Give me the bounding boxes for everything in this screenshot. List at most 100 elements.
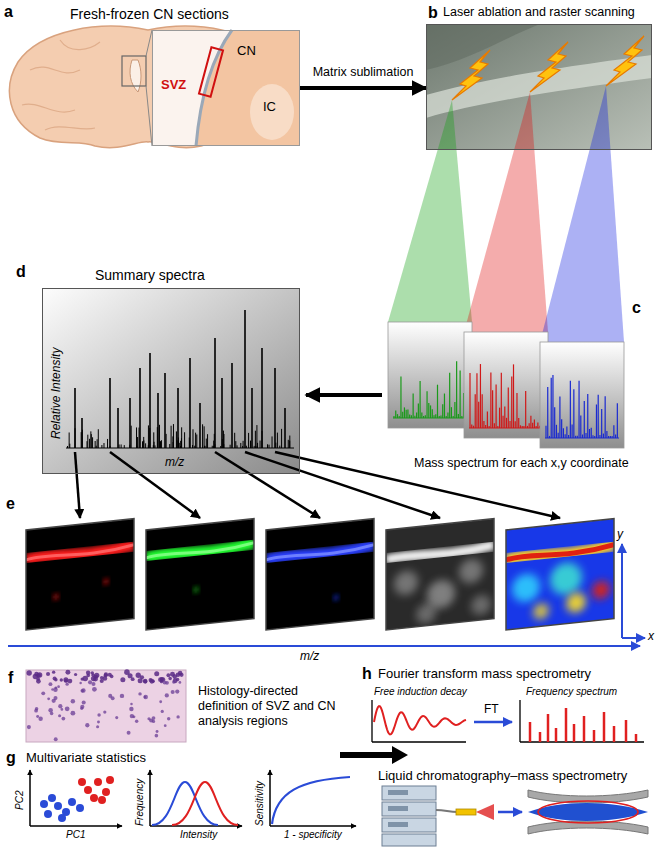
spectrum-peak bbox=[230, 445, 231, 448]
spectrum-peak bbox=[454, 402, 455, 418]
nucleus-dot bbox=[96, 725, 99, 728]
region-label: CN bbox=[237, 43, 256, 59]
spectrum-peak bbox=[453, 416, 454, 418]
spectrum-peak bbox=[501, 373, 502, 428]
spectrum-peak bbox=[414, 416, 415, 418]
spectrum-peak bbox=[173, 442, 174, 448]
spectrum-peak bbox=[432, 409, 433, 418]
spectrum-peak bbox=[129, 398, 131, 448]
spectrum-peak bbox=[559, 396, 560, 438]
spectrum-peak bbox=[149, 353, 151, 448]
laser-bolt bbox=[452, 50, 490, 100]
ion-arrows bbox=[245, 452, 440, 518]
nucleus-dot bbox=[168, 677, 172, 681]
nucleus-dot bbox=[54, 737, 58, 741]
nucleus-dot bbox=[48, 708, 53, 713]
ion-image bbox=[26, 519, 134, 630]
spectrum-peak bbox=[598, 395, 599, 438]
spectrum-peak bbox=[615, 434, 616, 438]
fid-plot bbox=[372, 700, 466, 742]
spectrum-peak bbox=[194, 446, 195, 448]
nucleus-dot bbox=[94, 673, 99, 678]
nucleus-dot bbox=[46, 672, 50, 676]
spectrum-peak bbox=[585, 433, 586, 438]
nucleus-dot bbox=[173, 678, 178, 683]
frequency-peak bbox=[625, 720, 628, 742]
spectrum-peak bbox=[196, 434, 197, 448]
stat-plots bbox=[30, 825, 122, 827]
lc-instrument bbox=[382, 818, 436, 832]
spectrum-peak bbox=[148, 425, 149, 448]
laser-bolt bbox=[530, 42, 568, 92]
spectrum-peak bbox=[511, 377, 512, 428]
spectrum-peak bbox=[251, 388, 253, 448]
spectrum-peak bbox=[69, 444, 70, 448]
nucleus-dot bbox=[172, 680, 175, 683]
spectrum-peak bbox=[179, 443, 180, 448]
spectrum-peak bbox=[255, 446, 256, 448]
spectrum-peak bbox=[608, 436, 609, 438]
ion-image bbox=[266, 545, 374, 561]
ion-image bbox=[386, 519, 494, 630]
nucleus-dot bbox=[54, 678, 57, 681]
spectrum-peak bbox=[473, 426, 474, 428]
spectrum-peak bbox=[204, 426, 205, 448]
spectrum-peak bbox=[288, 440, 289, 448]
spectrum-peak bbox=[213, 446, 214, 448]
panel-title: Laser ablation and raster scanning bbox=[443, 5, 635, 20]
spectrum-peak bbox=[605, 396, 606, 438]
nucleus-dot bbox=[68, 679, 73, 684]
spectrum-peak bbox=[180, 441, 181, 448]
spectrum-peak bbox=[220, 446, 221, 448]
lc-instrument bbox=[382, 786, 522, 846]
spectrum-peak bbox=[254, 446, 255, 448]
spectrum-peak bbox=[469, 373, 470, 428]
spectrum-peak bbox=[487, 412, 488, 428]
spectrum-peak bbox=[518, 418, 519, 428]
spectrum-peak bbox=[87, 441, 88, 448]
frequency-peak bbox=[635, 734, 638, 742]
nucleus-dot bbox=[159, 700, 162, 703]
spectrum-peak bbox=[433, 415, 434, 418]
spectrum-peak bbox=[530, 416, 531, 428]
spectrum-peak bbox=[257, 446, 258, 448]
spectrum-peak bbox=[549, 436, 550, 438]
spectrum-peak bbox=[502, 416, 503, 428]
brain-section bbox=[22, 40, 100, 130]
nucleus-dot bbox=[143, 679, 147, 683]
spectrum-peak bbox=[192, 429, 193, 448]
inset-tissue bbox=[196, 30, 300, 146]
nucleus-dot bbox=[70, 711, 75, 716]
axis-label: 1 - specificity bbox=[284, 829, 342, 841]
brain-section bbox=[122, 56, 146, 86]
spectrum-peak bbox=[157, 393, 159, 448]
nucleus-dot bbox=[51, 688, 54, 691]
spectrum-peak bbox=[596, 404, 597, 438]
tissue-image bbox=[426, 24, 652, 150]
spectrum-peak bbox=[547, 387, 548, 438]
spectrum-peak bbox=[561, 419, 562, 438]
nucleus-dot bbox=[129, 707, 133, 711]
ion-image bbox=[146, 519, 254, 630]
nucleus-dot bbox=[151, 680, 154, 683]
brain-section bbox=[130, 60, 141, 92]
spectrum-peak bbox=[504, 407, 505, 428]
nucleus-dot bbox=[156, 730, 159, 733]
stat-plots bbox=[54, 802, 62, 810]
spectrum-peak bbox=[272, 436, 273, 448]
nucleus-dot bbox=[53, 696, 57, 700]
spectrum-peak bbox=[451, 407, 452, 418]
spectrum-peak bbox=[587, 394, 588, 438]
nucleus-dot bbox=[38, 716, 42, 720]
spectrum-peak bbox=[214, 338, 216, 448]
nucleus-dot bbox=[57, 685, 60, 688]
spectrum-peak bbox=[207, 434, 208, 448]
panel-letter: b bbox=[428, 3, 438, 22]
nucleus-dot bbox=[60, 678, 63, 681]
spectrum-peak bbox=[399, 416, 400, 418]
ion-image bbox=[266, 545, 374, 561]
ion-image bbox=[566, 592, 586, 614]
stat-plots bbox=[270, 825, 356, 827]
stat-plots bbox=[78, 776, 114, 804]
spectrum-peak bbox=[525, 391, 526, 428]
